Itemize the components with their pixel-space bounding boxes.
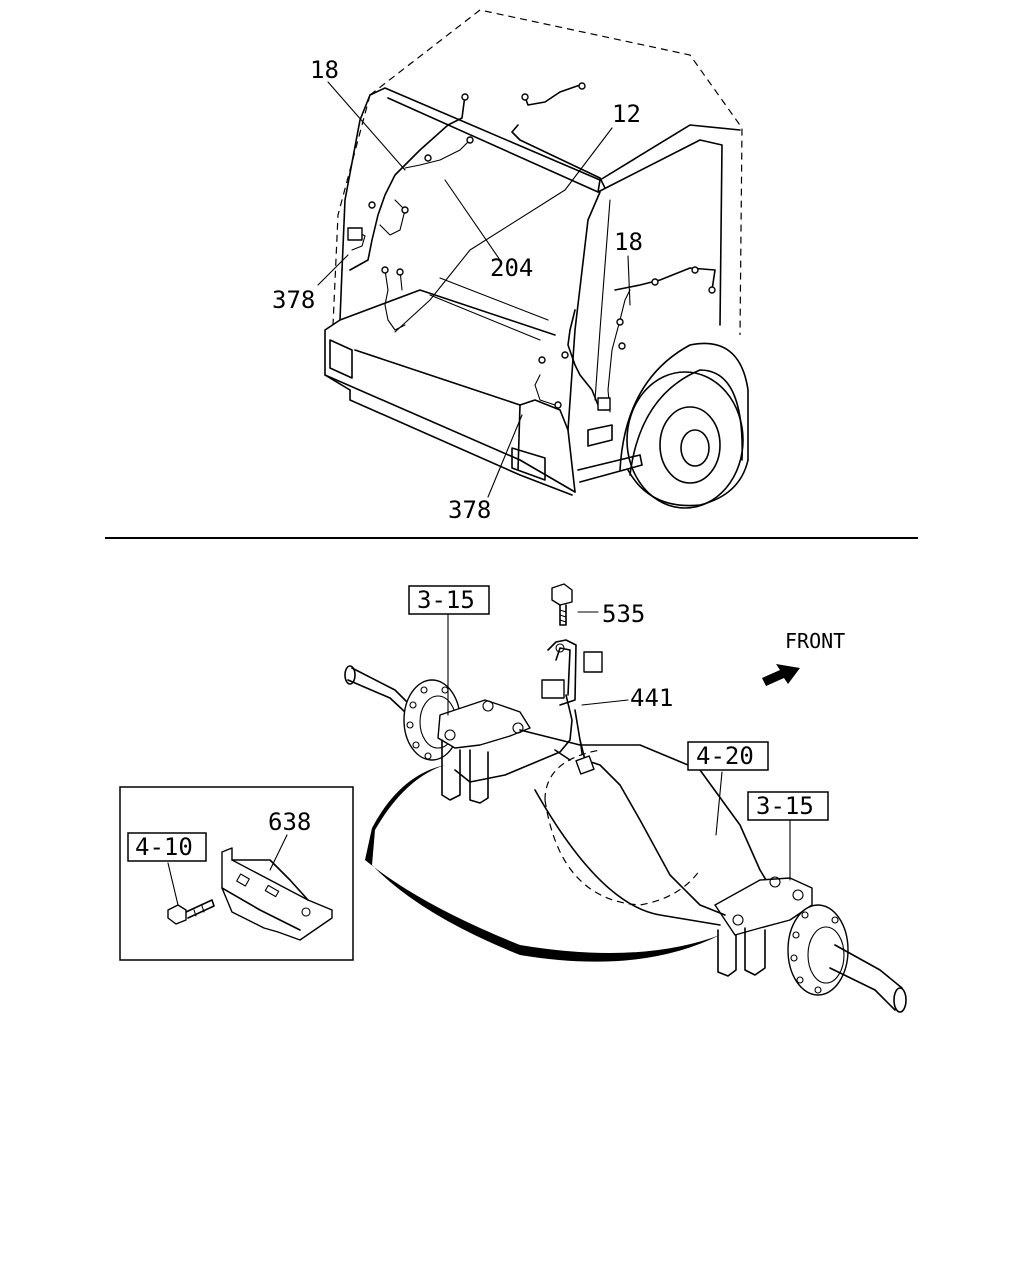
label-harness-204: 204: [490, 254, 533, 282]
label-ref-3-15-right: 3-15: [756, 792, 814, 820]
ref-box-4-10: [127, 832, 207, 862]
ref-box-3-15-right: [747, 791, 829, 821]
label-harness-18-right: 18: [614, 228, 643, 256]
bracket-inset: [119, 786, 354, 961]
truck-cab-illustration: [317, 9, 749, 509]
ref-box-4-20: [687, 741, 769, 771]
label-bolt-535: 535: [602, 600, 645, 628]
rear-axle-illustration: [344, 583, 907, 1013]
label-ref-4-10: 4-10: [135, 833, 193, 861]
label-bracket-638: 638: [268, 808, 311, 836]
label-clip-378-bottom: 378: [448, 496, 491, 524]
label-ref-4-20: 4-20: [696, 742, 754, 770]
label-harness-18-left: 18: [310, 56, 339, 84]
ref-box-3-15-left: [408, 585, 490, 615]
label-sensor-441: 441: [630, 684, 673, 712]
label-ref-3-15-left: 3-15: [417, 586, 475, 614]
label-front: FRONT: [785, 629, 845, 653]
label-harness-12: 12: [612, 100, 641, 128]
label-clip-378-left: 378: [272, 286, 315, 314]
